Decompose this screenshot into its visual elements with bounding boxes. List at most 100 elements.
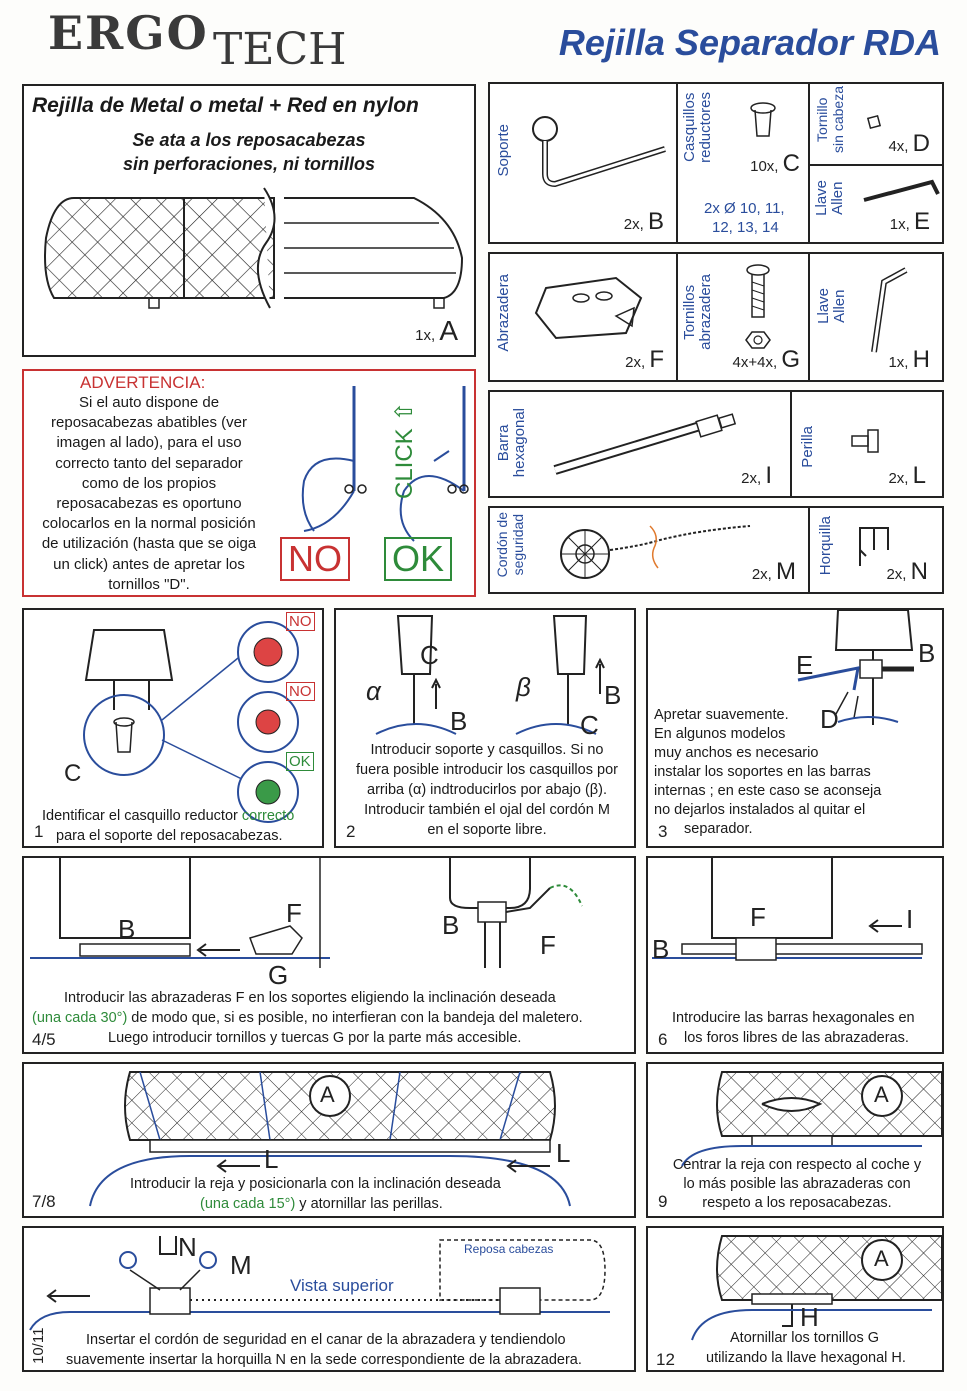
step-1-headrest-illustration [83, 629, 255, 786]
part-d-panel: Tornillo sin cabeza 4x, D [808, 82, 944, 166]
step-9-line-1: Centrar la reja con respecto al coche y [672, 1157, 922, 1173]
step-1-ok-badge: OK [286, 752, 314, 771]
warning-line-10: tornillos "D". [108, 575, 190, 593]
part-m-qty: 2x, M [752, 558, 796, 586]
allen-key-large-icon [871, 267, 908, 353]
allen-key-small-icon [863, 179, 940, 202]
step-45-illustration [30, 858, 583, 968]
step-1011-line-2: suavemente insertar la horquilla N en la… [66, 1352, 582, 1368]
warning-line-6: reposacabezas es oportuno [56, 495, 242, 513]
part-e-letter: E [913, 208, 930, 235]
part-n-qty: 2x, N [886, 558, 928, 586]
part-c-sizes-2: 12, 13, 14 [712, 219, 779, 236]
warning-title: ADVERTENCIA: [80, 373, 206, 392]
step-12-illustration [691, 1235, 943, 1341]
part-i-qty-text: 2x, [741, 470, 762, 487]
step-6-line-1: Introducire las barras hexagonales en [672, 1010, 915, 1026]
brand-logo: ERGO TECH [48, 6, 368, 76]
step-1011-number: 10/11 [30, 1327, 47, 1364]
part-c-label: Casquillos reductores [681, 92, 714, 163]
part-d-qty-text: 4x, [888, 138, 909, 155]
part-g-label: Tornillos abrazadera [681, 274, 714, 350]
product-qty-text: 1x, [415, 327, 436, 344]
page-title: Rejilla Separador RDA [558, 22, 941, 63]
warning-line-4: correcto tanto del separador [55, 454, 243, 472]
step-12-h-label: H [800, 1302, 819, 1332]
step-3-line-6: no dejarlos instalados al quitar el [654, 802, 866, 818]
headrest-illustration [301, 386, 469, 542]
step-45-line-2: (una cada 30°) de modo que, si es posibl… [32, 1008, 636, 1028]
brand-ergo: ERGO [48, 6, 209, 60]
step-3-line-4: instalar los soportes en las barras [654, 764, 871, 780]
step-3-d-label: D [820, 704, 839, 734]
part-f-label: Abrazadera [495, 274, 512, 352]
step-78-l-label-2: L [556, 1138, 571, 1168]
part-d-qty: 4x, D [888, 130, 930, 158]
part-f-qty: 2x, F [625, 346, 664, 374]
step-6-f-label: F [750, 902, 766, 932]
step-1-text-b: para el soporte del reposacabezas. [56, 828, 283, 844]
step-2-number: 2 [346, 822, 356, 841]
part-l-qty-text: 2x, [888, 470, 909, 487]
part-b-letter: B [647, 208, 664, 235]
part-h-qty: 1x, H [888, 346, 930, 374]
part-e-panel: Llave Allen 1x, E [808, 164, 944, 244]
step-9-a-label: A [874, 1082, 889, 1107]
part-e-label: Llave Allen [813, 180, 846, 216]
step-2-panel: α C B β B C Introducir soporte y casquil… [334, 608, 636, 848]
step-1-c-label: C [64, 760, 82, 787]
step-1011-vista: Vista superior [290, 1276, 394, 1295]
product-panel: Rejilla de Metal o metal + Red en nylon … [22, 84, 476, 357]
step-2-beta: β [516, 672, 531, 702]
step-3-panel: B E D Apretar suavemente.En algunos mode… [646, 608, 944, 848]
part-c-qty: 10x, C [750, 150, 800, 178]
step-9-panel: A Centrar la reja con respecto al coche … [646, 1062, 944, 1218]
part-i-qty: 2x, I [741, 462, 772, 490]
step-45-panel: B F G B F Introducir las abrazaderas F e… [22, 856, 636, 1054]
step-45-line-3: Luego introducir tornillos y tuercas G p… [108, 1030, 522, 1046]
part-e-qty: 1x, E [890, 208, 930, 236]
part-f-panel: Abrazadera 2x, F [488, 252, 678, 382]
step-3-line-7: separador. [684, 821, 753, 837]
step-1-number: 1 [34, 822, 44, 841]
part-c-panel: Casquillos reductores 10x, C 2x Ø 10, 11… [676, 82, 810, 244]
part-b-qty: 2x, B [624, 208, 664, 236]
step-9-illustration [681, 1071, 943, 1167]
click-label: CLICK ⇧ [391, 401, 418, 499]
step-78-line-1: Introducir la reja y posicionarla con la… [130, 1176, 501, 1192]
step-45-line-2-text: de modo que, si es posible, no interfier… [127, 1010, 583, 1026]
hex-bar-illustration [553, 413, 737, 475]
step-2-blue-1: Introducir también el ojal del cordón M [364, 802, 610, 818]
part-n-label: Horquilla [817, 516, 834, 576]
step-1-text: Identificar el casquillo reductor correc… [42, 806, 322, 846]
step-12-line-2: utilizando la llave hexagonal H. [706, 1350, 906, 1366]
step-1011-illustration [29, 1236, 610, 1331]
warning-line-1: Si el auto dispone de [78, 394, 220, 411]
step-3-illustration [797, 609, 914, 725]
part-m-panel: Cordón de seguridad 2x, M [488, 506, 810, 594]
part-h-letter: H [912, 346, 930, 373]
part-h-qty-text: 1x, [888, 354, 909, 371]
part-c-letter: C [782, 150, 800, 177]
step-6-line-2: los foros libres de las abrazaderas. [684, 1030, 909, 1046]
step-9-line-3: respeto a los reposacabezas. [702, 1195, 892, 1211]
step-78-illustration [89, 1071, 571, 1207]
part-f-qty-text: 2x, [625, 354, 646, 371]
step-2-line-2: fuera posible introducir los casquillos … [356, 762, 618, 778]
step-6-number: 6 [658, 1030, 668, 1049]
part-l-label: Perilla [799, 426, 816, 468]
step-1-text-a: Identificar el casquillo reductor [42, 808, 242, 824]
step-3-line-3: muy anchos es necesario [654, 745, 819, 761]
part-d-letter: D [912, 130, 930, 157]
product-subtitle-2: sin perforaciones, ni tornillos [122, 154, 376, 174]
part-g-qty-text: 4x+4x, [732, 354, 778, 371]
step-2-c-label-1: C [420, 640, 439, 670]
knob-icon [851, 429, 879, 453]
step-1-no-badge-2: NO [286, 682, 315, 701]
warning-line-9: un click) antes de apretar los [53, 555, 245, 573]
part-l-qty: 2x, L [888, 462, 926, 490]
part-l-panel: Perilla 2x, L [790, 390, 944, 498]
step-2-line-3: arriba (α) indtroducirlos por abajo (β). [367, 782, 607, 798]
